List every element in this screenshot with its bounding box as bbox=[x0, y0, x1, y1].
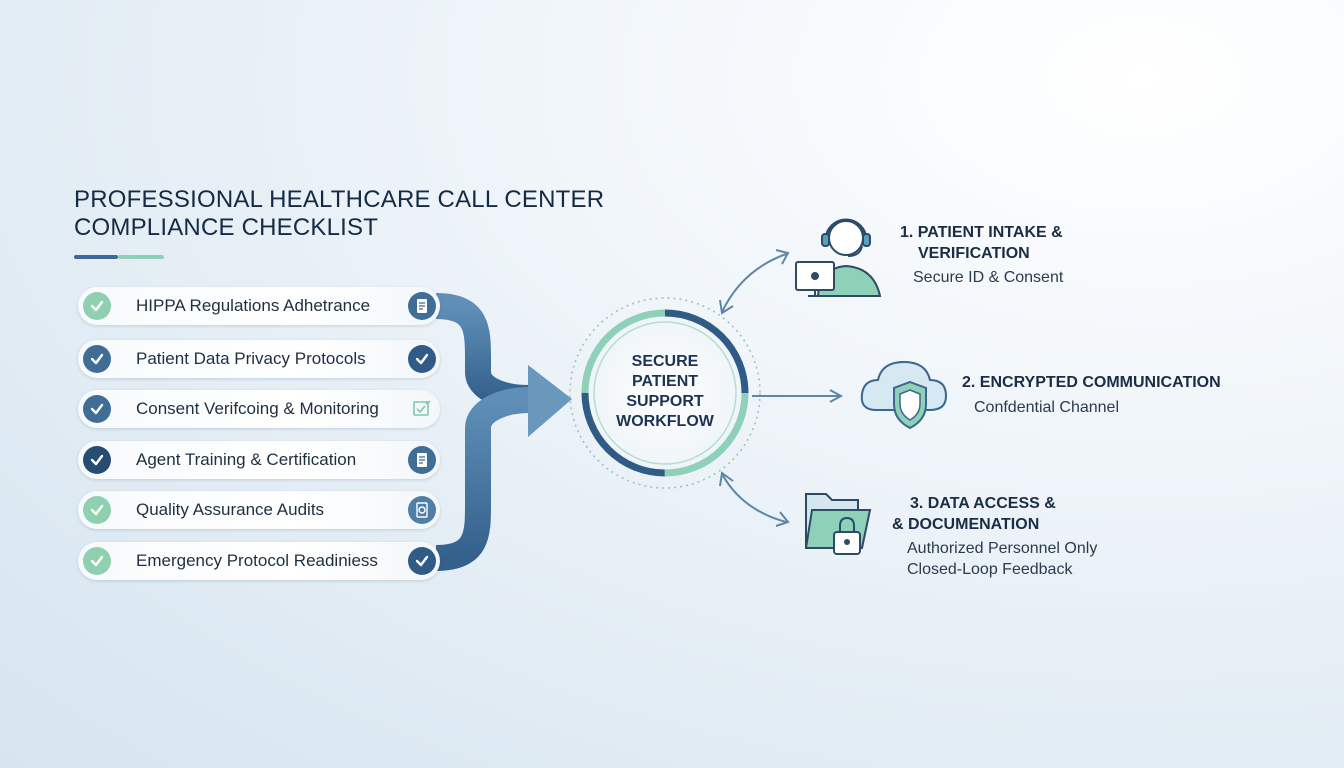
documentation-title-line-1: 3. DATA ACCESS & bbox=[910, 495, 1056, 512]
communication-sub-line-1: Confdential Channel bbox=[974, 399, 1119, 416]
checklist-label: Consent Verifcoing & Monitoring bbox=[136, 399, 379, 418]
check-icon bbox=[83, 496, 111, 524]
check-icon bbox=[83, 446, 111, 474]
hub-line-1: SECURE bbox=[631, 353, 699, 370]
folder-lock-icon bbox=[804, 493, 872, 555]
hub-line-2: PATIENT bbox=[631, 373, 699, 390]
document-icon bbox=[408, 292, 436, 320]
communication-title-line-1: 2. ENCRYPTED COMMUNICATION bbox=[962, 374, 1221, 391]
checklist-label: HIPPA Regulations Adhetrance bbox=[136, 296, 371, 315]
documentation-title: 3. DATA ACCESS & & DOCUMENATION bbox=[892, 493, 1056, 535]
checklist-item: Patient Data Privacy Protocols bbox=[78, 340, 440, 378]
checklist-label: Patient Data Privacy Protocols bbox=[136, 349, 366, 368]
checklist-item: Emergency Protocol Readiniess bbox=[78, 542, 440, 580]
checklist-item: HIPPA Regulations Adhetrance bbox=[78, 287, 440, 325]
audit-icon bbox=[408, 496, 436, 524]
arrow-to-intake bbox=[721, 253, 787, 313]
check-icon bbox=[83, 395, 111, 423]
check-circle-icon bbox=[408, 547, 436, 575]
arrow-to-documentation bbox=[721, 473, 787, 523]
title-line-1: PROFESSIONAL HEALTHCARE CALL CENTER bbox=[74, 186, 605, 213]
check-icon bbox=[83, 547, 111, 575]
check-circle-icon bbox=[408, 345, 436, 373]
title-line-2: COMPLIANCE CHECKLIST bbox=[74, 214, 379, 241]
checklist-item: Consent Verifcoing & Monitoring bbox=[78, 390, 440, 428]
checklist-label: Quality Assurance Audits bbox=[136, 500, 325, 519]
workflow-hub bbox=[569, 297, 761, 489]
workflow-arrows bbox=[719, 249, 844, 527]
title-underline bbox=[74, 255, 164, 259]
checklist-item: Quality Assurance Audits bbox=[78, 491, 440, 529]
hub-label: SECURE PATIENT SUPPORT WORKFLOW bbox=[600, 352, 730, 432]
intake-sub-line-1: Secure ID & Consent bbox=[913, 269, 1064, 286]
documentation-sub-line-1: Authorized Personnel Only bbox=[907, 540, 1098, 557]
documentation-subtitle: Authorized Personnel Only Closed-Loop Fe… bbox=[907, 538, 1097, 580]
checklist-label: Agent Training & Certification bbox=[136, 450, 357, 469]
intake-subtitle: Secure ID & Consent bbox=[913, 267, 1063, 288]
connector-bracket bbox=[435, 293, 572, 571]
documentation-sub-line-2: Closed-Loop Feedback bbox=[907, 561, 1073, 578]
document-icon bbox=[408, 446, 436, 474]
checklist-label: Emergency Protocol Readiniess bbox=[136, 551, 378, 570]
check-icon bbox=[83, 345, 111, 373]
cloud-shield-icon bbox=[860, 360, 948, 430]
edit-form-icon bbox=[408, 395, 436, 423]
check-icon bbox=[83, 292, 111, 320]
hub-line-4: WORKFLOW bbox=[616, 413, 714, 430]
call-agent-icon bbox=[795, 218, 882, 297]
hub-line-3: SUPPORT bbox=[626, 393, 704, 410]
intake-title: 1. PATIENT INTAKE & VERIFICATION bbox=[900, 222, 1063, 264]
documentation-title-line-2: & DOCUMENATION bbox=[892, 516, 1040, 533]
page-title: PROFESSIONAL HEALTHCARE CALL CENTER COMP… bbox=[74, 186, 604, 242]
checklist-item: Agent Training & Certification bbox=[78, 441, 440, 479]
connector-arrowhead bbox=[528, 365, 572, 437]
intake-title-line-2: VERIFICATION bbox=[918, 245, 1030, 262]
intake-title-line-1: 1. PATIENT INTAKE & bbox=[900, 224, 1063, 241]
communication-title: 2. ENCRYPTED COMMUNICATION bbox=[962, 372, 1221, 393]
communication-subtitle: Confdential Channel bbox=[974, 397, 1119, 418]
